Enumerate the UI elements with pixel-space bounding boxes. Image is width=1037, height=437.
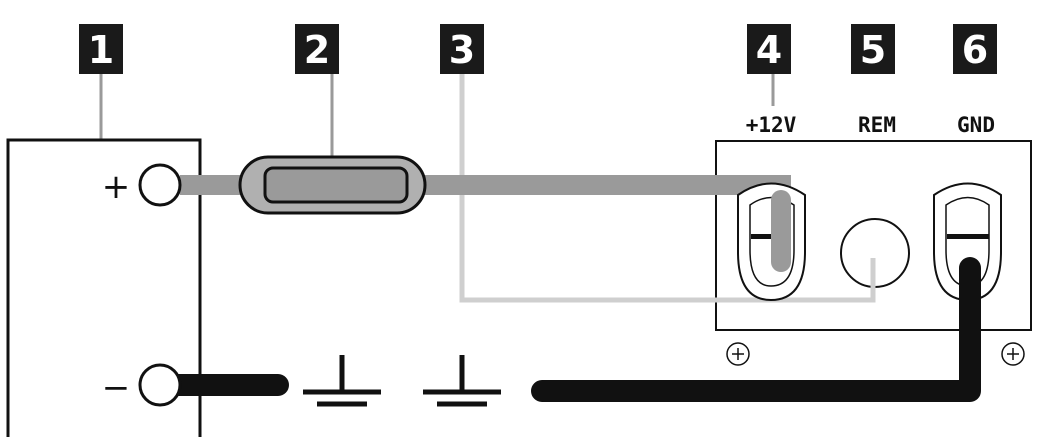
fuse-holder [238,155,427,215]
ground-wire-amp [531,257,981,402]
ground-symbol-battery [303,355,381,407]
badge-6-label: 6 [962,28,988,72]
badge-3: 3 [440,24,484,74]
battery-minus-sign: − [102,368,131,408]
badge-1: 1 [79,24,123,74]
terminal-label-12v: +12V [746,113,797,137]
badge-2: 2 [295,24,339,74]
badge-4: 4 [747,24,791,74]
terminal-gnd [933,182,1002,302]
battery-box [6,138,202,437]
mounting-screw-left-icon [726,342,750,366]
badge-4-label: 4 [756,28,782,72]
terminal-label-rem: REM [858,113,896,137]
badge-1-label: 1 [88,28,114,72]
battery-positive-terminal [138,163,182,207]
badge-5-label: 5 [860,28,886,72]
battery-plus-sign: + [102,167,131,207]
ground-symbol-amplifier [423,355,501,407]
badge-6: 6 [953,24,997,74]
badge-5: 5 [851,24,895,74]
terminal-label-gnd: GND [957,113,995,137]
mounting-screw-right-icon [1001,342,1025,366]
badge-2-label: 2 [304,28,330,72]
battery-negative-terminal [138,363,182,407]
badge-3-label: 3 [449,28,475,72]
